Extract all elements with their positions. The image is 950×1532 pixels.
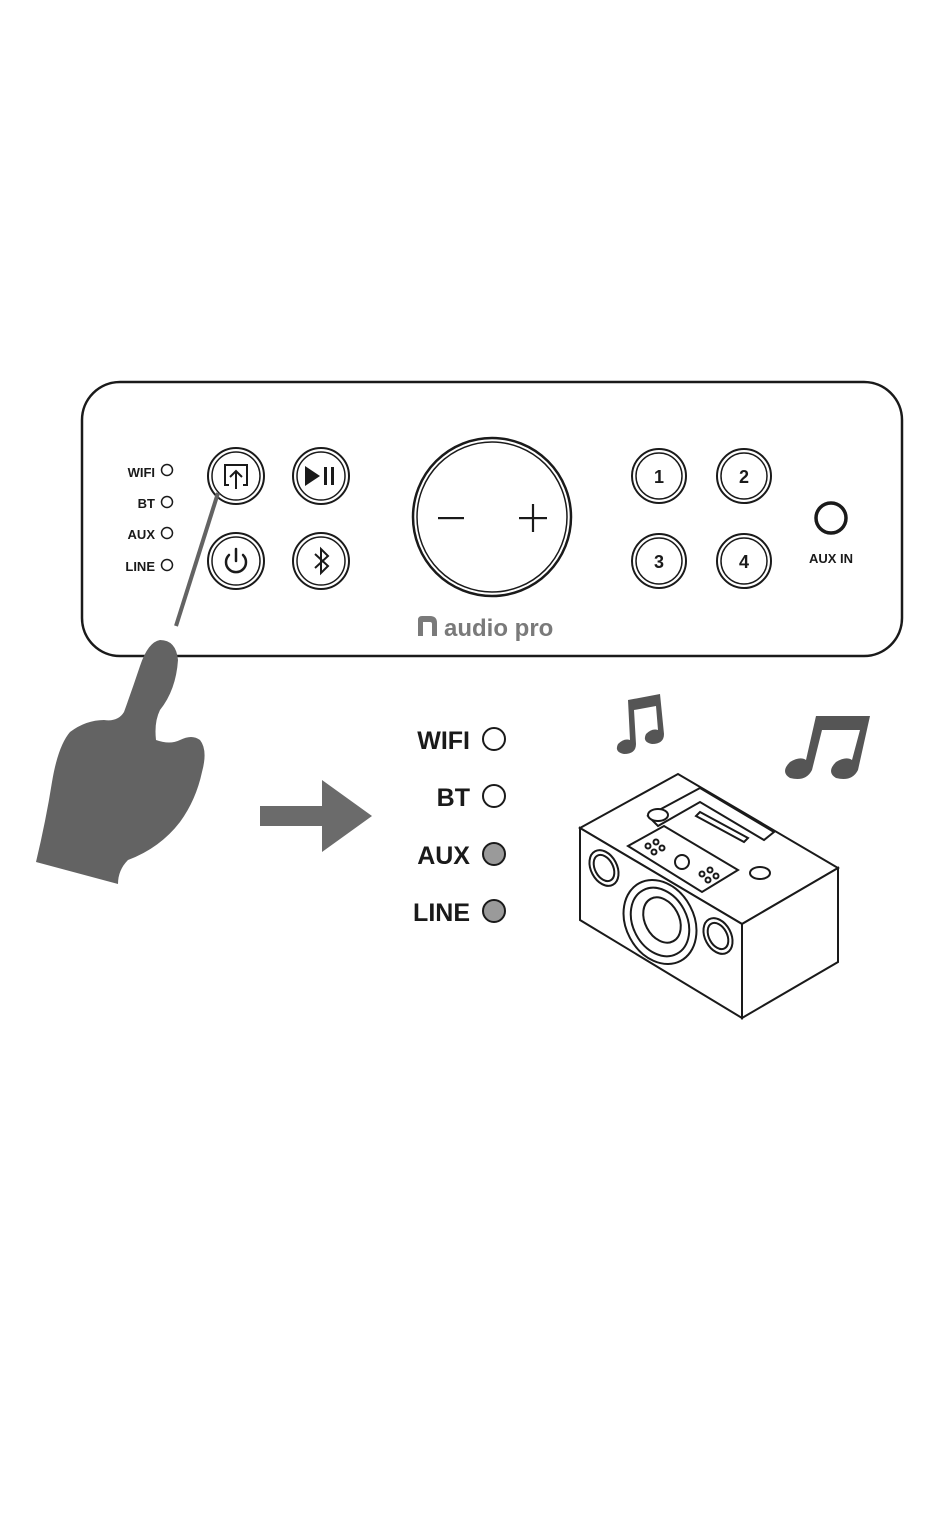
indicator-led-aux	[162, 528, 173, 539]
preset-label-3: 3	[654, 552, 664, 572]
play-pause-button[interactable]	[293, 448, 349, 504]
preset-label-1: 1	[654, 467, 664, 487]
arrow-right-icon	[260, 780, 372, 852]
result-led-wifi	[483, 728, 505, 750]
control-panel: WIFI BT AUX LINE	[82, 382, 902, 656]
indicator-led-line	[162, 560, 173, 571]
preset-button-2[interactable]: 2	[717, 449, 771, 503]
result-label-wifi: WIFI	[417, 727, 470, 755]
power-button[interactable]	[208, 533, 264, 589]
preset-button-4[interactable]: 4	[717, 534, 771, 588]
result-led-line	[483, 900, 505, 922]
minus-icon	[438, 517, 464, 519]
volume-dial[interactable]	[413, 438, 571, 596]
preset-label-2: 2	[739, 467, 749, 487]
music-note-icon	[617, 694, 664, 754]
result-label-bt: BT	[437, 784, 470, 812]
indicator-label-aux: AUX	[128, 527, 156, 542]
hand-icon	[36, 640, 205, 884]
brand-name: audio pro	[444, 615, 553, 642]
result-led-aux	[483, 843, 505, 865]
result-label-line: LINE	[413, 899, 470, 927]
result-led-bt	[483, 785, 505, 807]
preset-button-3[interactable]: 3	[632, 534, 686, 588]
volume-down-button[interactable]	[438, 517, 464, 519]
speaker-illustration	[580, 774, 838, 1018]
indicator-label-bt: BT	[138, 496, 155, 511]
result-label-aux: AUX	[417, 842, 470, 870]
indicator-label-wifi: WIFI	[128, 465, 155, 480]
indicator-label-line: LINE	[125, 559, 155, 574]
bluetooth-button[interactable]	[293, 533, 349, 589]
music-note-large-icon	[785, 716, 870, 779]
result-indicators: WIFI BT AUX LINE	[413, 727, 505, 927]
aux-in-label: AUX IN	[809, 551, 853, 566]
indicator-led-wifi	[162, 465, 173, 476]
preset-label-4: 4	[739, 552, 749, 572]
aux-in-jack[interactable]	[816, 503, 846, 533]
indicator-led-bt	[162, 497, 173, 508]
preset-button-1[interactable]: 1	[632, 449, 686, 503]
